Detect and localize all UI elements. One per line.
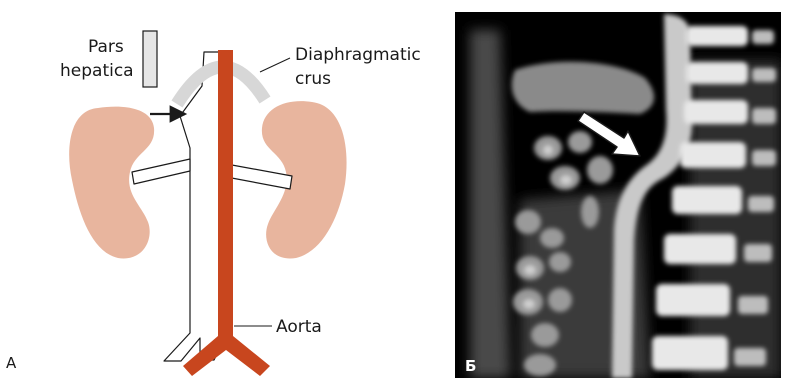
- left-renal-vein: [132, 159, 190, 184]
- schematic-diagram: Pars hepatica Diaphragmatic crus Aorta A: [6, 31, 421, 376]
- pars-hepatica-label-line2: hepatica: [60, 61, 134, 81]
- diaphragmatic-crus-label-line2: crus: [295, 69, 331, 89]
- crus-leader-line: [260, 58, 290, 72]
- vena-cava: [164, 52, 220, 361]
- diaphragmatic-crus-label-line1: Diaphragmatic: [295, 45, 421, 65]
- aorta-label: Aorta: [276, 317, 322, 337]
- ct-image: [455, 12, 781, 378]
- pars-hepatica-label-line1: Pars: [88, 37, 124, 57]
- aorta: [218, 50, 233, 342]
- panel-a-letter: A: [6, 354, 17, 372]
- pars-hepatica-shape: [143, 31, 157, 87]
- panel-b-letter: Б: [465, 357, 476, 375]
